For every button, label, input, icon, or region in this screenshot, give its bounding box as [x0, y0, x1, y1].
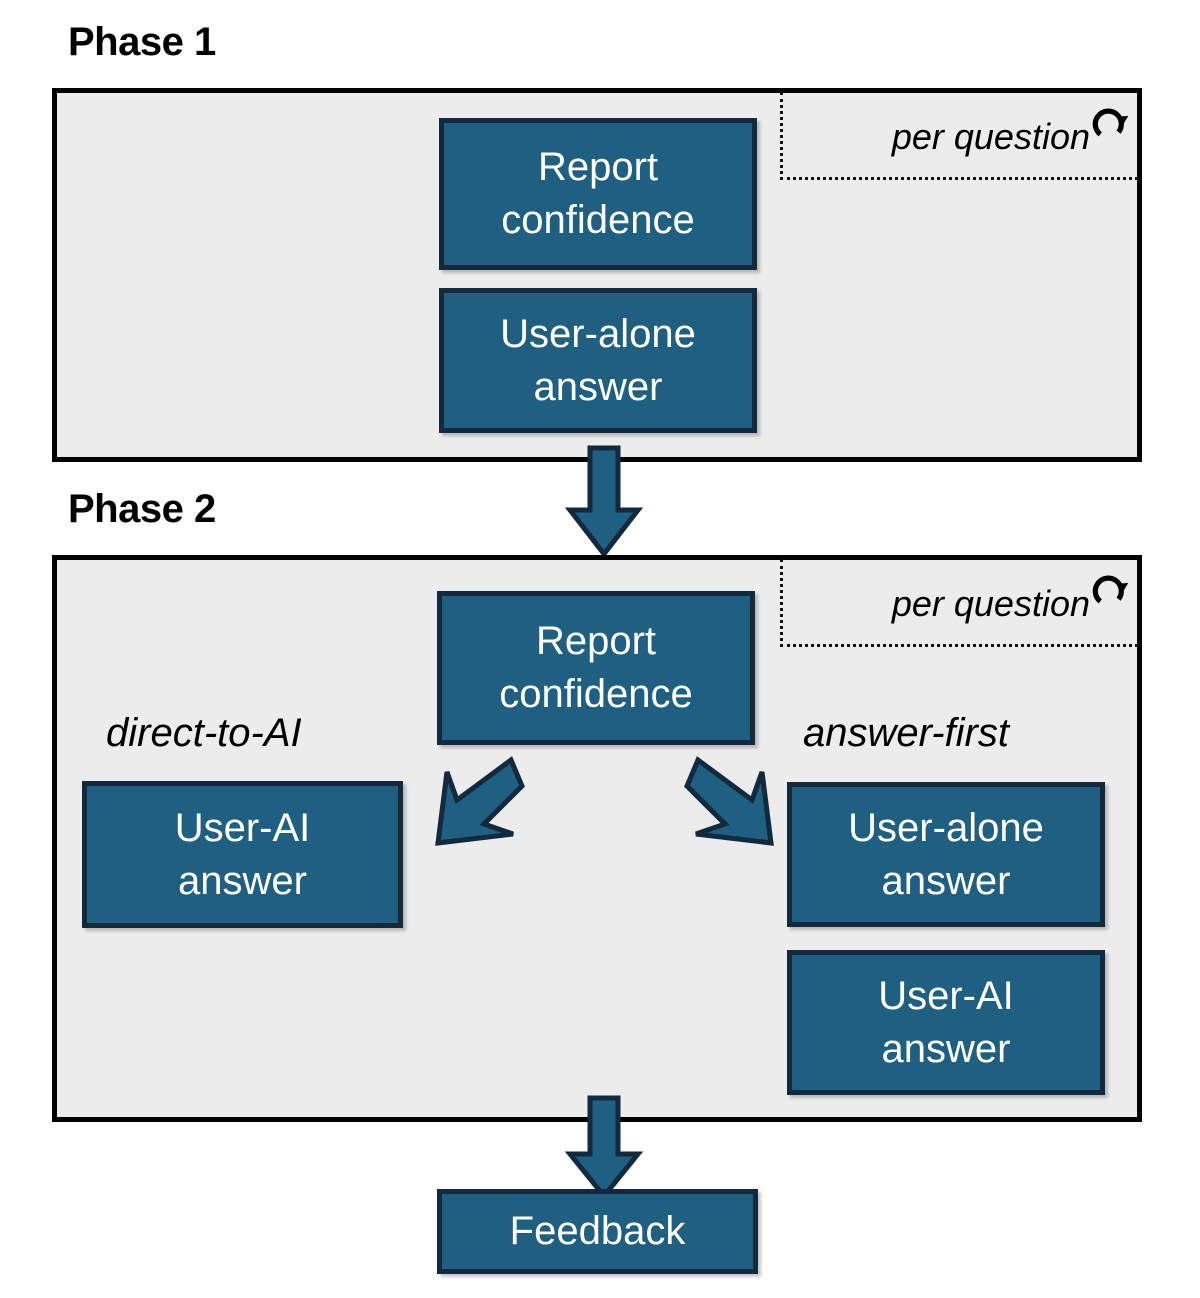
- arrow-phase1-to-phase2: [564, 445, 644, 559]
- refresh-loop-icon: [1088, 569, 1129, 609]
- arrow-phase2-to-feedback: [564, 1095, 644, 1200]
- phase-2-per-question-group: per question: [780, 559, 1138, 647]
- phase-1-per-question-label: per question: [891, 115, 1090, 157]
- arrow-branch-down-right: [683, 752, 791, 856]
- node-feedback[interactable]: Feedback: [437, 1189, 758, 1274]
- refresh-loop-icon: [1088, 102, 1129, 142]
- branch-label-answer-first: answer-first: [803, 711, 1009, 755]
- node-user-alone-answer-phase1[interactable]: User-alone answer: [439, 288, 757, 433]
- phase-2-title: Phase 2: [68, 487, 216, 531]
- node-report-confidence-phase1[interactable]: Report confidence: [439, 118, 757, 270]
- phase-1-title: Phase 1: [68, 20, 216, 64]
- node-user-alone-answer-phase2[interactable]: User-alone answer: [787, 782, 1105, 927]
- node-report-confidence-phase2[interactable]: Report confidence: [437, 591, 755, 745]
- node-user-ai-answer-answer-first[interactable]: User-AI answer: [787, 950, 1105, 1095]
- node-user-ai-answer-direct[interactable]: User-AI answer: [82, 781, 403, 928]
- arrow-branch-down-left: [418, 752, 526, 856]
- branch-label-direct-to-ai: direct-to-AI: [106, 711, 302, 755]
- phase-1-per-question-group: per question: [780, 92, 1138, 180]
- phase-2-per-question-label: per question: [891, 582, 1090, 624]
